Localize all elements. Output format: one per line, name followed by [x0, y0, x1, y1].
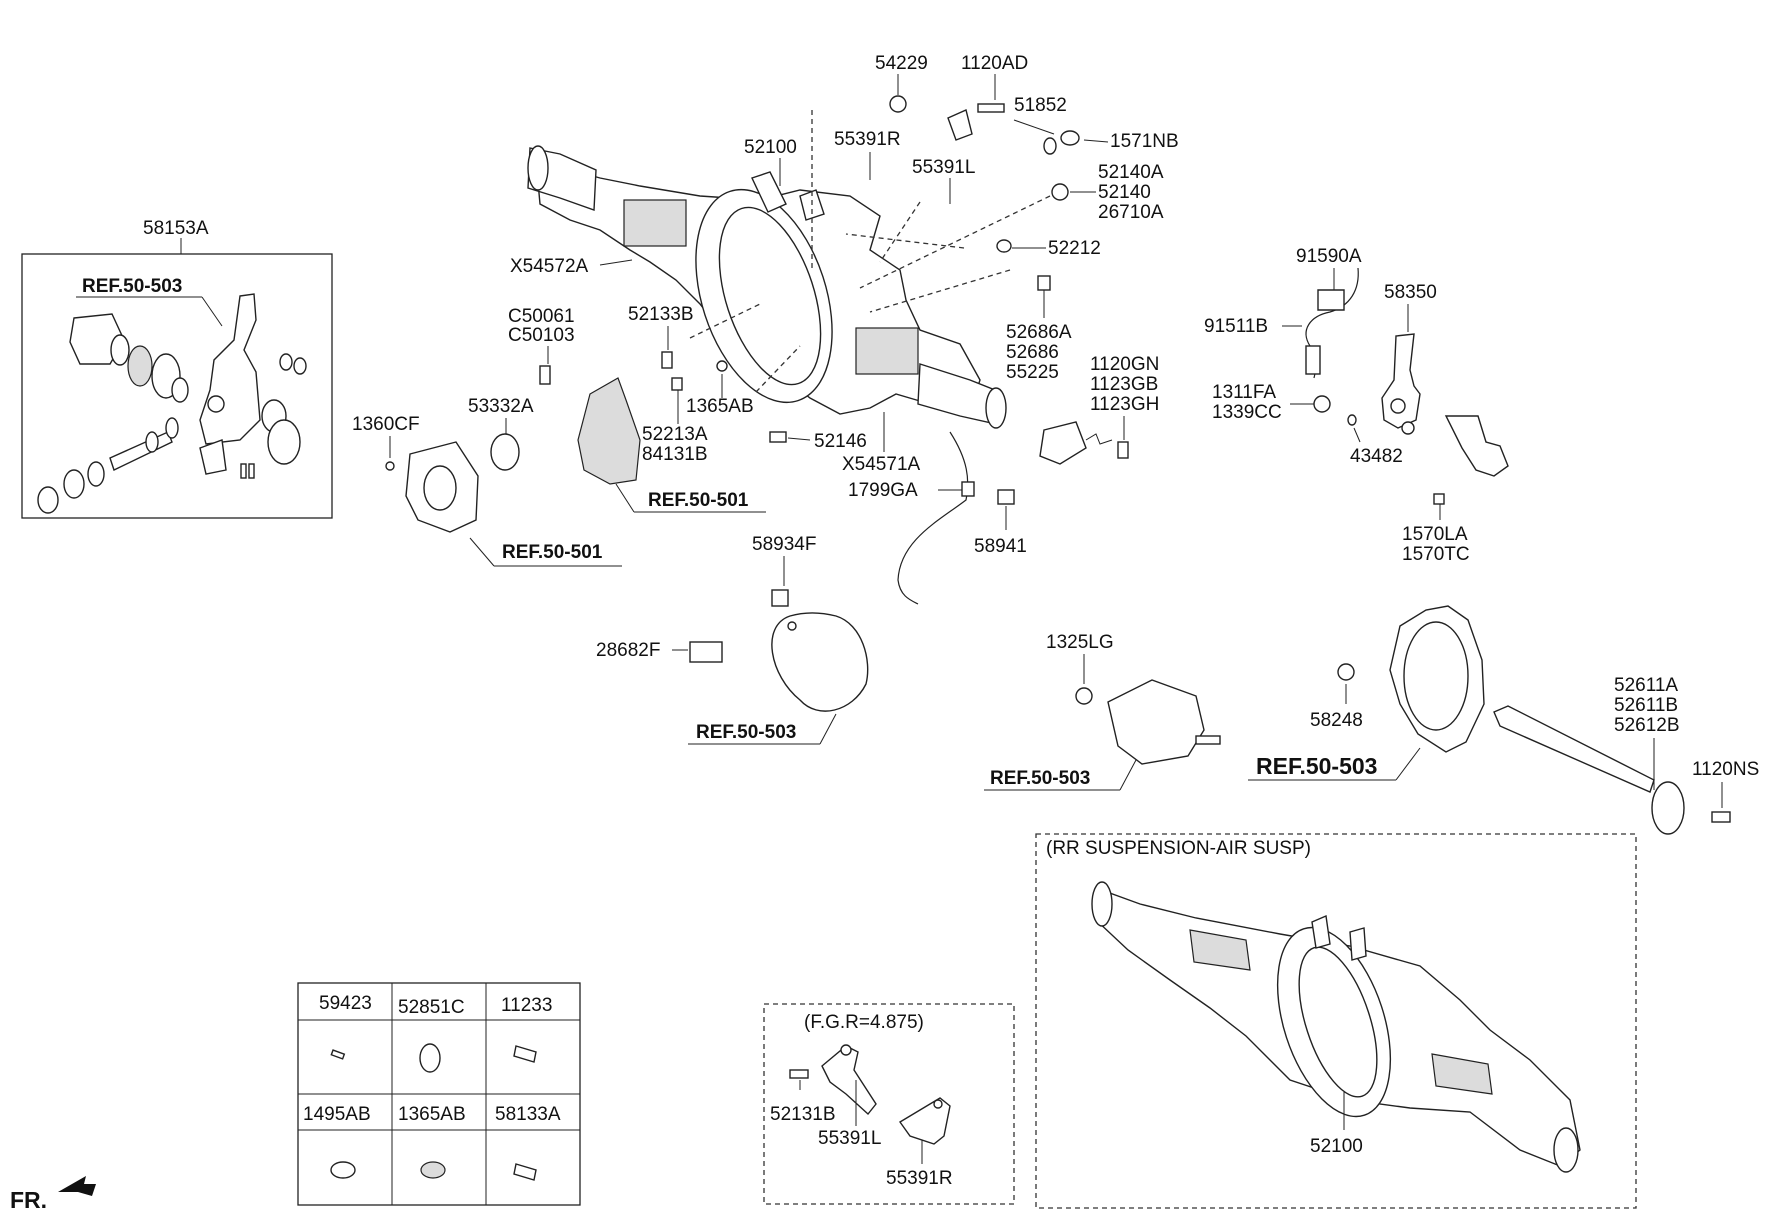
ref-flange[interactable]: REF.50-501: [502, 542, 603, 563]
pin-icon: [330, 1049, 346, 1060]
label-1360CF: 1360CF: [352, 414, 420, 435]
knuckle-inset: 58153A REF.50-503: [21, 218, 333, 519]
label-1365AB-main: 1365AB: [686, 396, 754, 417]
label-55391L-fgr: 55391L: [818, 1128, 881, 1149]
legend-header-4: 1495AB: [303, 1104, 371, 1125]
cap-icon: [420, 1161, 446, 1179]
label-55391R-fgr: 55391R: [886, 1168, 953, 1189]
o-ring-icon: [419, 1043, 441, 1073]
label-55225: 55225: [1006, 362, 1059, 383]
label-C50103: C50103: [508, 325, 575, 346]
label-58350: 58350: [1384, 282, 1437, 303]
legend-header-6: 58133A: [495, 1104, 561, 1125]
legend-header-3: 11233: [501, 995, 552, 1016]
label-28682F: 28682F: [596, 640, 660, 661]
legend-header-2: 52851C: [398, 997, 465, 1018]
label-52146: 52146: [814, 431, 867, 452]
label-26710A: 26710A: [1098, 202, 1164, 223]
ref-knuckle[interactable]: REF.50-503: [82, 276, 182, 297]
label-52611B: 52611B: [1614, 695, 1678, 716]
fr-label: FR.: [10, 1187, 47, 1211]
label-52140A: 52140A: [1098, 162, 1164, 183]
label-X54571A: X54571A: [842, 454, 921, 475]
fgr-title: (F.G.R=4.875): [804, 1012, 924, 1033]
label-84131B: 84131B: [642, 444, 708, 465]
legend-header-5: 1365AB: [398, 1104, 466, 1125]
label-52133B: 52133B: [628, 304, 694, 325]
ref-chamber[interactable]: REF.50-503: [990, 768, 1090, 789]
label-51852: 51852: [1014, 95, 1067, 116]
label-58934F: 58934F: [752, 534, 816, 555]
legend-table: 59423 52851C 11233 1495AB 1365AB 58133A: [297, 982, 581, 1206]
fgr-box: (F.G.R=4.875) 52131B 55391L 55391R: [763, 1003, 1015, 1205]
label-1120NS: 1120NS: [1692, 759, 1759, 780]
label-1571NB: 1571NB: [1110, 131, 1179, 152]
label-1120GN: 1120GN: [1090, 354, 1159, 375]
label-52100-top: 52100: [744, 137, 797, 158]
label-1570LA: 1570LA: [1402, 524, 1468, 545]
label-1123GB: 1123GB: [1090, 374, 1158, 395]
label-58941: 58941: [974, 536, 1027, 557]
air-susp-title: (RR SUSPENSION-AIR SUSP): [1046, 838, 1311, 859]
label-43482: 43482: [1350, 446, 1403, 467]
label-X54572A: X54572A: [510, 256, 589, 277]
label-1339CC: 1339CC: [1212, 402, 1282, 423]
label-52100-air: 52100: [1310, 1136, 1363, 1157]
label-52686: 52686: [1006, 342, 1059, 363]
bolt-small-icon: [513, 1163, 537, 1181]
label-1325LG: 1325LG: [1046, 632, 1114, 653]
label-1311FA: 1311FA: [1212, 382, 1276, 403]
label-52611A: 52611A: [1614, 675, 1678, 696]
label-1570TC: 1570TC: [1402, 544, 1470, 565]
label-52140: 52140: [1098, 182, 1151, 203]
label-55391R-top: 55391R: [834, 129, 901, 150]
washer-icon: [330, 1161, 356, 1179]
legend-header-1: 59423: [319, 993, 372, 1014]
label-1799GA: 1799GA: [848, 480, 918, 501]
front-arrow-icon: [58, 1176, 96, 1196]
label-C50061: C50061: [508, 306, 575, 327]
label-52686A: 52686A: [1006, 322, 1072, 343]
label-1120AD: 1120AD: [961, 53, 1028, 74]
label-53332A: 53332A: [468, 396, 534, 417]
label-52213A: 52213A: [642, 424, 708, 445]
label-91511B: 91511B: [1204, 316, 1268, 337]
ref-carrier-cap[interactable]: REF.50-501: [648, 490, 749, 511]
label-54229: 54229: [875, 53, 928, 74]
ref-hub[interactable]: REF.50-503: [1256, 753, 1377, 779]
label-1123GH: 1123GH: [1090, 394, 1159, 415]
label-52131B: 52131B: [770, 1104, 836, 1125]
label-58153A: 58153A: [143, 218, 209, 239]
label-55391L-top: 55391L: [912, 157, 975, 178]
ref-tank[interactable]: REF.50-503: [696, 722, 796, 743]
front-direction-indicator: FR.: [10, 1176, 96, 1211]
air-susp-box: (RR SUSPENSION-AIR SUSP) 52100: [1035, 833, 1637, 1209]
label-52212: 52212: [1048, 238, 1101, 259]
bolt-icon: [513, 1045, 537, 1063]
axle-housing-group: [527, 145, 1007, 429]
label-58248: 58248: [1310, 710, 1363, 731]
guide-lines: [689, 110, 1051, 393]
label-91590A: 91590A: [1296, 246, 1362, 267]
label-52612B: 52612B: [1614, 715, 1680, 736]
